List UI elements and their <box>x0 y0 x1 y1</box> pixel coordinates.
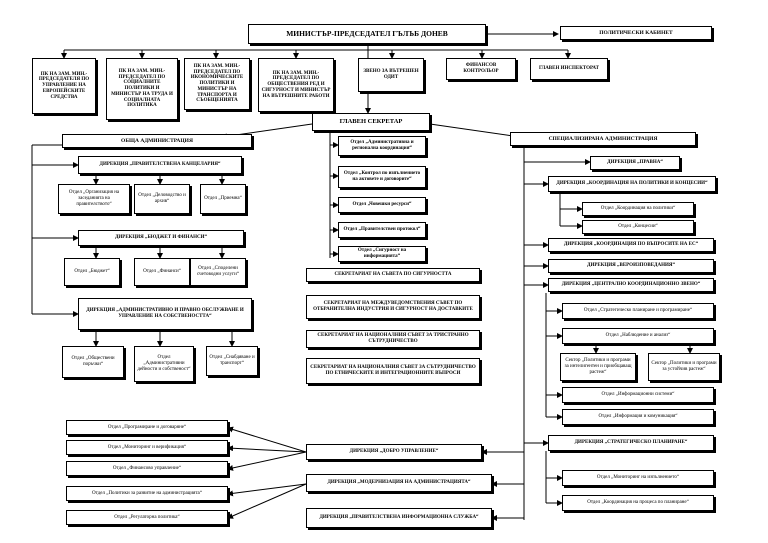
dir-religions: ДИРЕКЦИЯ „ВЕРОИЗПОВЕДАНИЯ“ <box>548 259 714 273</box>
unit-budget: Отдел „Бюджет“ <box>64 258 120 286</box>
financial-controller-box: ФИНАНСОВ КОНТРОЛЬОР <box>446 58 516 80</box>
sector-sustainable-growth: Сектор „Политики и програми за устойчив … <box>648 353 720 381</box>
prime-minister-box: МИНИСТЪР-ПРЕДСЕДАТЕЛ ГЪЛЪБ ДОНЕВ <box>248 24 486 44</box>
unit-concessions: Отдел „Концесии“ <box>582 220 694 234</box>
unit-reception: Отдел „Приемна“ <box>200 184 246 214</box>
unit-regulatory-policy: Отдел „Регулаторна политика“ <box>66 510 228 525</box>
unit-programming-contracting: Отдел „Програмиране и договаряне“ <box>66 420 228 435</box>
secretariat-security-council: СЕКРЕТАРИАТ НА СЪВЕТА ПО СИГУРНОСТТА <box>306 268 480 282</box>
specialized-admin-box: СПЕЦИАЛИЗИРАНА АДМИНИСТРАЦИЯ <box>510 132 696 146</box>
internal-audit-box: ЗВЕНО ЗА ВЪТРЕШЕН ОДИТ <box>358 58 424 92</box>
unit-gov-protocol: Отдел „Правителствен протокол“ <box>338 222 426 238</box>
dir-admin-legal: ДИРЕКЦИЯ „АДМИНИСТРАТИВНО И ПРАВНО ОБСЛУ… <box>78 298 252 330</box>
dir-policy-coordination: ДИРЕКЦИЯ „КООРДИНАЦИЯ НА ПОЛИТИКИ И КОНЦ… <box>548 176 716 192</box>
sector-smart-growth: Сектор „Политики и програми за интелиген… <box>560 353 636 381</box>
dir-good-governance: ДИРЕКЦИЯ „ДОБРО УПРАВЛЕНИЕ“ <box>306 444 482 460</box>
dir-budget-finance: ДИРЕКЦИЯ „БЮДЖЕТ И ФИНАНСИ“ <box>78 230 244 246</box>
secretariat-ethnic-integration: СЕКРЕТАРИАТ НА НАЦИОНАЛНИЯ СЪВЕТ ЗА СЪТР… <box>306 358 480 384</box>
unit-planning-coordination: Отдел „Координация на процеса по планира… <box>562 495 714 511</box>
unit-financial-management: Отдел „Финансово управление“ <box>66 461 228 476</box>
dir-legal: ДИРЕКЦИЯ „ПРАВНА“ <box>590 156 680 170</box>
unit-admin-property: Отдел „Административни дейности и собств… <box>134 346 194 382</box>
unit-finance: Отдел „Финанси“ <box>134 258 190 286</box>
dir-eu-coordination: ДИРЕКЦИЯ „КООРДИНАЦИЯ ПО ВЪПРОСИТЕ НА ЕС… <box>548 238 714 252</box>
unit-implementation-monitoring: Отдел „Мониторинг на изпълнението“ <box>562 470 714 486</box>
unit-strategic-programming: Отдел „Стратегическо планиране и програм… <box>562 303 714 319</box>
dir-strategic-planning: ДИРЕКЦИЯ „СТРАТЕГИЧЕСКО ПЛАНИРАНЕ“ <box>548 435 714 451</box>
unit-supply-transport: Отдел „Снабдяване и транспорт“ <box>206 346 258 376</box>
unit-info-security: Отдел „Сигурност на информацията“ <box>338 246 426 262</box>
unit-information-communication: Отдел „Информация и комуникация“ <box>562 409 714 425</box>
general-admin-box: ОБЩА АДМИНИСТРАЦИЯ <box>62 134 252 148</box>
unit-archive: Отдел „Деловодство и архив“ <box>134 184 190 214</box>
unit-gov-meetings: Отдел „Организация на заседанията на пра… <box>58 184 130 214</box>
unit-shared-accounting: Отдел „Споделени счетоводни услуги“ <box>190 258 246 286</box>
unit-regional-coordination: Отдел „Административна и регионална коор… <box>338 136 426 156</box>
chief-inspectorate-box: ГЛАВЕН ИНСПЕКТОРАТ <box>530 58 608 80</box>
unit-acts-control: Отдел „Контрол по изпълнението на актове… <box>338 166 426 188</box>
unit-admin-development: Отдел „Политики за развитие на администр… <box>66 486 228 501</box>
unit-information-systems: Отдел „Информационни системи“ <box>562 387 714 403</box>
deputy-office-social: ПК НА ЗАМ. МИН.-ПРЕДСЕДАТЕЛ ПО СОЦИАЛНИТ… <box>106 58 178 120</box>
political-cabinet-box: ПОЛИТИЧЕСКИ КАБИНЕТ <box>560 26 712 40</box>
deputy-office-eu-funds: ПК НА ЗАМ. МИН.-ПРЕДСЕДАТЕЛЯ ПО УПРАВЛЕН… <box>32 58 96 114</box>
unit-human-resources: Отдел „Човешки ресурси“ <box>338 197 426 213</box>
secretariat-tripartite: СЕКРЕТАРИАТ НА НАЦИОНАЛНИЯ СЪВЕТ ЗА ТРИС… <box>306 330 480 348</box>
unit-policy-coordination: Отдел „Координация на политики“ <box>582 202 694 216</box>
dir-admin-modernisation: ДИРЕКЦИЯ „МОДЕРНИЗАЦИЯ НА АДМИНИСТРАЦИЯТ… <box>306 474 492 492</box>
secretariat-defence-industry: СЕКРЕТАРИАТ НА МЕЖДУВЕДОМСТВЕНИЯ СЪВЕТ П… <box>306 295 480 319</box>
unit-public-procurement: Отдел „Обществени поръчки“ <box>62 346 124 378</box>
chief-secretary-box: ГЛАВЕН СЕКРЕТАР <box>312 113 430 131</box>
deputy-office-public-order: ПК НА ЗАМ. МИН.-ПРЕДСЕДАТЕЛ ПО ОБЩЕСТВЕН… <box>258 58 334 112</box>
dir-gov-chancellery: ДИРЕКЦИЯ „ПРАВИТЕЛСТВЕНА КАНЦЕЛАРИЯ“ <box>78 156 242 174</box>
unit-monitoring-verification: Отдел „Мониторинг и верификация“ <box>66 440 228 455</box>
dir-central-coordination: ДИРЕКЦИЯ „ЦЕНТРАЛНО КООРДИНАЦИОННО ЗВЕНО… <box>548 278 714 292</box>
unit-monitoring-analysis: Отдел „Наблюдение и анализ“ <box>562 328 714 344</box>
dir-gov-information-service: ДИРЕКЦИЯ „ПРАВИТЕЛСТВЕНА ИНФОРМАЦИОННА С… <box>306 508 492 528</box>
deputy-office-economic: ПК НА ЗАМ. МИН.-ПРЕДСЕДАТЕЛ ПО ИКОНОМИЧЕ… <box>184 58 250 110</box>
